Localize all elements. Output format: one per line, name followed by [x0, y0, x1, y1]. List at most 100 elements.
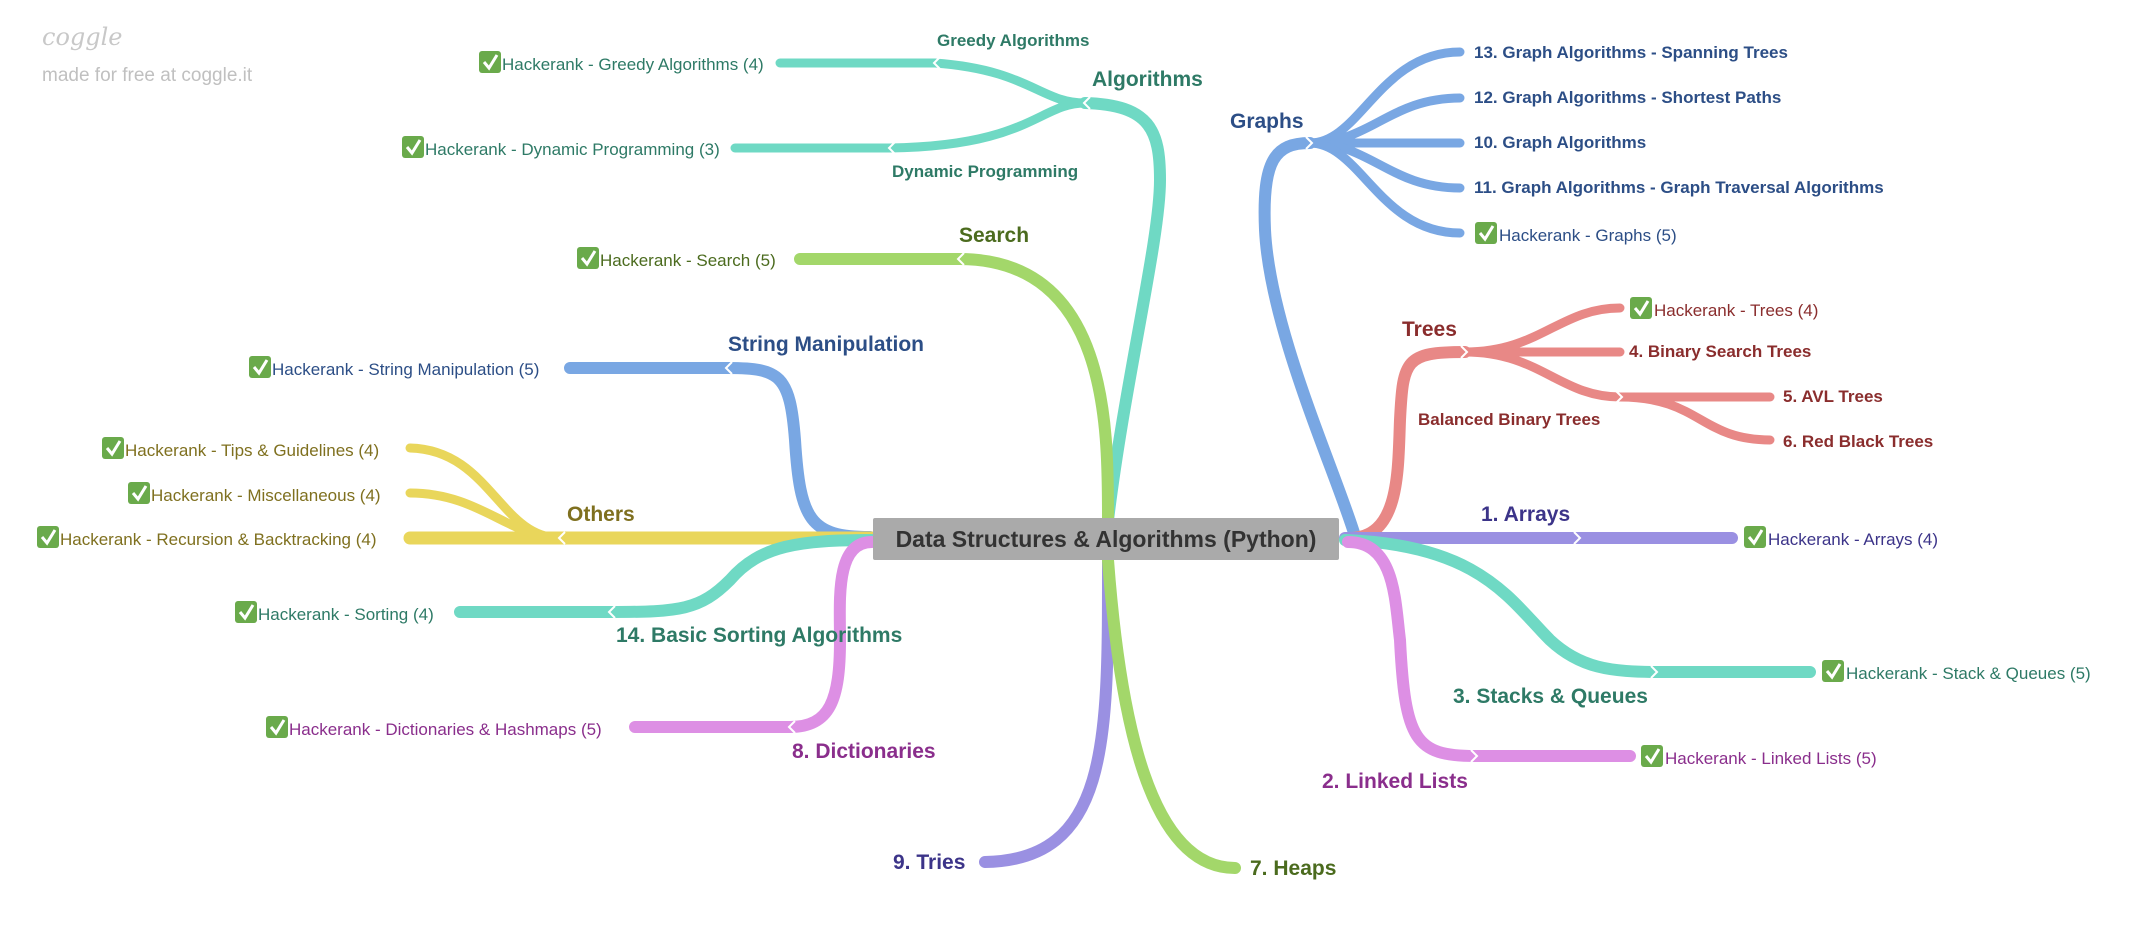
node-graph-shortest-paths[interactable]: 12. Graph Algorithms - Shortest Paths	[1474, 88, 1781, 107]
node-heaps[interactable]: 7. Heaps	[1250, 857, 1336, 880]
leaf-label: Hackerank - Recursion & Backtracking (4)	[60, 530, 377, 549]
checkbox-icon[interactable]	[37, 526, 59, 548]
node-graphs[interactable]: Graphs	[1230, 110, 1304, 133]
node-string-manipulation[interactable]: String Manipulation	[728, 333, 924, 356]
node-graph-traversal[interactable]: 11. Graph Algorithms - Graph Traversal A…	[1474, 178, 1884, 197]
check-mark-icon	[1747, 529, 1764, 546]
joint-search	[956, 252, 965, 266]
leaf-label: Hackerank - Dynamic Programming (3)	[425, 140, 720, 159]
leaf-hackerank-linked-lists[interactable]: Hackerank - Linked Lists (5)	[1641, 745, 1877, 768]
coggle-logo: coggle	[42, 23, 123, 51]
leaf-label: Hackerank - String Manipulation (5)	[272, 360, 539, 379]
branch-line-search	[794, 253, 1115, 526]
joint-others	[557, 531, 566, 545]
branch-line-trees	[1344, 346, 1471, 544]
node-arrays[interactable]: 1. Arrays	[1481, 503, 1570, 526]
leaf-hackerank-dynamic[interactable]: Hackerank - Dynamic Programming (3)	[402, 136, 720, 159]
joint-stacks	[1650, 665, 1659, 679]
node-graph-spanning-trees[interactable]: 13. Graph Algorithms - Spanning Trees	[1474, 43, 1788, 62]
branch-line-dynamic	[730, 98, 1090, 153]
leaf-hackerank-dictionaries[interactable]: Hackerank - Dictionaries & Hashmaps (5)	[266, 716, 602, 739]
node-red-black-trees[interactable]: 6. Red Black Trees	[1783, 432, 1933, 451]
checkbox-icon[interactable]	[1475, 222, 1497, 244]
check-mark-icon	[580, 250, 597, 267]
check-mark-icon	[238, 604, 255, 621]
node-greedy-algorithms[interactable]: Greedy Algorithms	[937, 31, 1089, 50]
central-node[interactable]: Data Structures & Algorithms (Python)	[873, 518, 1339, 560]
branch-line-graphs	[1258, 137, 1361, 542]
node-dynamic-programming[interactable]: Dynamic Programming	[892, 162, 1078, 181]
checkbox-icon[interactable]	[128, 482, 150, 504]
leaf-hackerank-tips[interactable]: Hackerank - Tips & Guidelines (4)	[102, 437, 379, 460]
node-others[interactable]: Others	[567, 503, 635, 526]
checkbox-icon[interactable]	[1630, 297, 1652, 319]
branch-line-string	[564, 362, 876, 543]
leaf-hackerank-string[interactable]: Hackerank - String Manipulation (5)	[249, 356, 539, 379]
check-mark-icon	[131, 485, 148, 502]
leaf-hackerank-search[interactable]: Hackerank - Search (5)	[577, 247, 776, 270]
check-mark-icon	[1825, 663, 1842, 680]
leaf-hackerank-sorting[interactable]: Hackerank - Sorting (4)	[235, 601, 434, 624]
checkbox-icon[interactable]	[1641, 745, 1663, 767]
node-stacks-queues[interactable]: 3. Stacks & Queues	[1453, 685, 1648, 708]
leaf-label: Hackerank - Tips & Guidelines (4)	[125, 441, 379, 460]
checkbox-icon[interactable]	[266, 716, 288, 738]
leaf-label: Hackerank - Miscellaneous (4)	[151, 486, 381, 505]
leaf-hackerank-misc[interactable]: Hackerank - Miscellaneous (4)	[128, 482, 381, 505]
joint-linked	[1470, 749, 1479, 763]
branch-line-greedy	[775, 58, 1090, 108]
leaf-label: Hackerank - Graphs (5)	[1499, 226, 1677, 245]
joint-sorting	[607, 605, 616, 619]
node-trees[interactable]: Trees	[1402, 318, 1457, 341]
node-binary-search-trees[interactable]: 4. Binary Search Trees	[1629, 342, 1811, 361]
node-search[interactable]: Search	[959, 224, 1029, 247]
node-algorithms[interactable]: Algorithms	[1092, 68, 1203, 91]
branch-line-sorting	[454, 534, 878, 618]
branch-line-tries	[979, 554, 1115, 868]
branch-line-stacks	[1339, 534, 1816, 678]
leaf-label: Hackerank - Arrays (4)	[1768, 530, 1938, 549]
leaf-label: Hackerank - Greedy Algorithms (4)	[502, 55, 764, 74]
leaf-hackerank-recursion[interactable]: Hackerank - Recursion & Backtracking (4)	[37, 526, 377, 549]
leaf-label: Hackerank - Linked Lists (5)	[1665, 749, 1877, 768]
branch-line-misc	[405, 488, 565, 543]
node-graph-algorithms[interactable]: 10. Graph Algorithms	[1474, 133, 1646, 152]
node-linked-lists[interactable]: 2. Linked Lists	[1322, 770, 1468, 793]
branch-joints	[557, 56, 1659, 763]
node-avl-trees[interactable]: 5. AVL Trees	[1783, 387, 1883, 406]
checkbox-icon[interactable]	[235, 601, 257, 623]
check-mark-icon	[1478, 225, 1495, 242]
leaf-hackerank-stacks[interactable]: Hackerank - Stack & Queues (5)	[1822, 660, 2091, 683]
check-mark-icon	[1633, 300, 1650, 317]
checkbox-icon[interactable]	[1744, 526, 1766, 548]
node-dictionaries[interactable]: 8. Dictionaries	[792, 740, 936, 763]
joint-dictionaries	[787, 720, 796, 734]
check-mark-icon	[252, 359, 269, 376]
node-tries[interactable]: 9. Tries	[893, 851, 965, 874]
check-mark-icon	[482, 54, 499, 71]
leaf-hackerank-greedy[interactable]: Hackerank - Greedy Algorithms (4)	[479, 51, 764, 74]
checkbox-icon[interactable]	[577, 247, 599, 269]
leaf-hackerank-trees[interactable]: Hackerank - Trees (4)	[1630, 297, 1818, 320]
checkbox-icon[interactable]	[1822, 660, 1844, 682]
checkbox-icon[interactable]	[402, 136, 424, 158]
checkbox-icon[interactable]	[249, 356, 271, 378]
leaf-hackerank-arrays[interactable]: Hackerank - Arrays (4)	[1744, 526, 1938, 549]
checkbox-icon[interactable]	[102, 437, 124, 459]
node-balanced-binary-trees[interactable]: Balanced Binary Trees	[1418, 410, 1600, 429]
leaf-hackerank-graphs[interactable]: Hackerank - Graphs (5)	[1475, 222, 1677, 245]
leaf-label: Hackerank - Trees (4)	[1654, 301, 1818, 320]
joint-algorithms	[1082, 96, 1091, 110]
coggle-tagline[interactable]: made for free at coggle.it	[42, 65, 253, 86]
joint-dynamic	[887, 141, 896, 155]
node-basic-sorting[interactable]: 14. Basic Sorting Algorithms	[616, 624, 902, 647]
branch-lines	[403, 47, 1816, 874]
check-mark-icon	[40, 529, 57, 546]
branch-line-rbt	[1615, 392, 1775, 445]
branch-line-balanced	[1460, 347, 1625, 402]
joint-graphs	[1305, 136, 1314, 150]
joint-trees	[1460, 345, 1469, 359]
checkbox-icon[interactable]	[479, 51, 501, 73]
branch-line-graphs-hk	[1305, 138, 1465, 238]
joint-arrays	[1573, 531, 1582, 545]
